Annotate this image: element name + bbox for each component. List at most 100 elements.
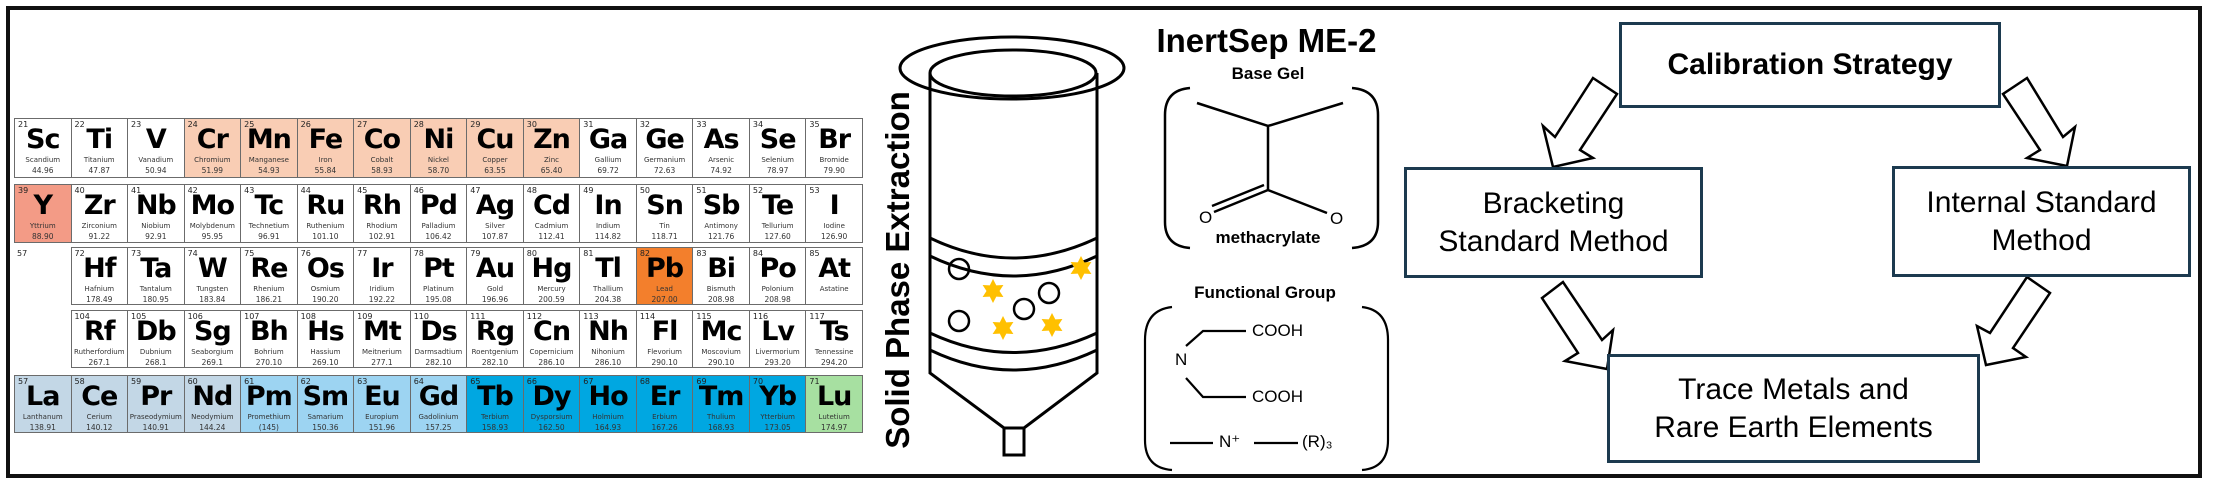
element-name: Iodine (823, 222, 845, 230)
element-number: 83 (696, 249, 707, 258)
element-symbol: Rg (475, 316, 515, 347)
element-symbol: Hg (531, 253, 573, 284)
element-name: Copernicium (529, 348, 574, 356)
oxygen-right-label: O (1330, 209, 1344, 228)
element-name: Thulium (706, 413, 736, 421)
element-name: Bismuth (706, 285, 736, 293)
element-weight: 92.91 (145, 232, 167, 241)
element-symbol: Fe (308, 124, 344, 155)
element-name: Ytterbium (760, 413, 795, 421)
element-name: Iron (318, 156, 333, 164)
element-number: 49 (583, 186, 594, 195)
internal-standard-label-line1: Internal Standard (1926, 185, 2157, 219)
methacrylate-structure-icon (1163, 86, 1380, 250)
element-weight: 44.96 (32, 166, 54, 175)
element-weight: 96.91 (258, 232, 280, 241)
element-number: 29 (470, 120, 481, 129)
element-weight: 277.1 (371, 358, 393, 367)
element-name: Gold (486, 285, 504, 293)
base-gel-heading: Base Gel (1231, 64, 1305, 83)
trace-metals-ree-box: Trace Metals and Rare Earth Elements (1607, 354, 1980, 463)
element-number: 58 (74, 377, 85, 386)
element-weight: 51.99 (201, 166, 224, 175)
element-number: 115 (696, 312, 712, 321)
element-weight: 158.93 (481, 423, 509, 432)
bracketing-label-line2: Standard Method (1438, 224, 1669, 258)
element-name: Nihonium (591, 348, 625, 356)
bond-upper-arm (1185, 329, 1246, 347)
element-weight: 72.63 (653, 166, 676, 175)
element-weight: 140.91 (142, 423, 169, 432)
element-symbol: Po (759, 253, 796, 284)
element-name: Dysporsium (530, 413, 573, 421)
element-name: Lanthanum (22, 413, 63, 421)
element-name: Livermorium (755, 348, 800, 356)
bracket-left (1143, 305, 1173, 472)
element-name: Titanium (83, 156, 115, 164)
functional-group-heading: Functional Group (1194, 283, 1336, 302)
element-name: Samarium (307, 413, 344, 421)
element-number: 77 (357, 249, 368, 258)
element-number: 39 (18, 186, 29, 195)
element-name: Neodymium (191, 413, 234, 421)
element-weight: 102.91 (368, 232, 396, 241)
element-symbol: Cd (532, 190, 571, 221)
element-number: 34 (752, 120, 764, 129)
element-symbol: Bi (707, 253, 736, 284)
element-name: Seaborgium (191, 348, 234, 356)
frit-lower-top (929, 331, 1098, 354)
element-number: 104 (74, 312, 90, 321)
element-name: Roentgenium (471, 348, 519, 356)
element-number: 47 (470, 186, 481, 195)
element-symbol: La (26, 381, 60, 412)
element-weight: 95.95 (201, 232, 224, 241)
element-symbol: Tl (595, 253, 622, 284)
element-number: 48 (526, 186, 537, 195)
element-symbol: Ho (588, 381, 628, 412)
carboxyl-top-label: COOH (1252, 321, 1303, 340)
arrow-root-to-left-icon (1540, 76, 1619, 169)
result-label-line1: Trace Metals and (1678, 372, 1909, 406)
element-number: 67 (583, 377, 594, 386)
element-symbol: Se (759, 124, 797, 155)
element-symbol: Nd (192, 381, 233, 412)
element-weight: 164.93 (594, 423, 622, 432)
element-symbol: Er (649, 381, 681, 412)
element-number: 51 (696, 186, 707, 195)
element-weight: 118.71 (651, 232, 678, 241)
element-symbol: As (703, 124, 740, 155)
element-symbol: Y (33, 190, 53, 221)
element-number: 111 (470, 312, 486, 321)
element-number: 84 (752, 249, 764, 258)
element-weight: 270.10 (255, 358, 282, 367)
element-weight: 65.40 (540, 166, 563, 175)
element-weight: 294.20 (821, 358, 848, 367)
element-symbol: Co (363, 124, 401, 155)
internal-standard-box: Internal Standard Method (1892, 166, 2191, 277)
element-weight: 55.84 (314, 166, 337, 175)
element-name: Praseodymium (129, 413, 182, 421)
element-name: Cadmium (534, 222, 569, 230)
element-weight: 58.93 (371, 166, 393, 175)
element-number: 116 (752, 312, 769, 321)
element-weight: 208.98 (764, 295, 791, 304)
element-name: Thallium (593, 285, 624, 293)
element-symbol: Nb (135, 190, 177, 221)
bracket-left (1163, 86, 1191, 250)
